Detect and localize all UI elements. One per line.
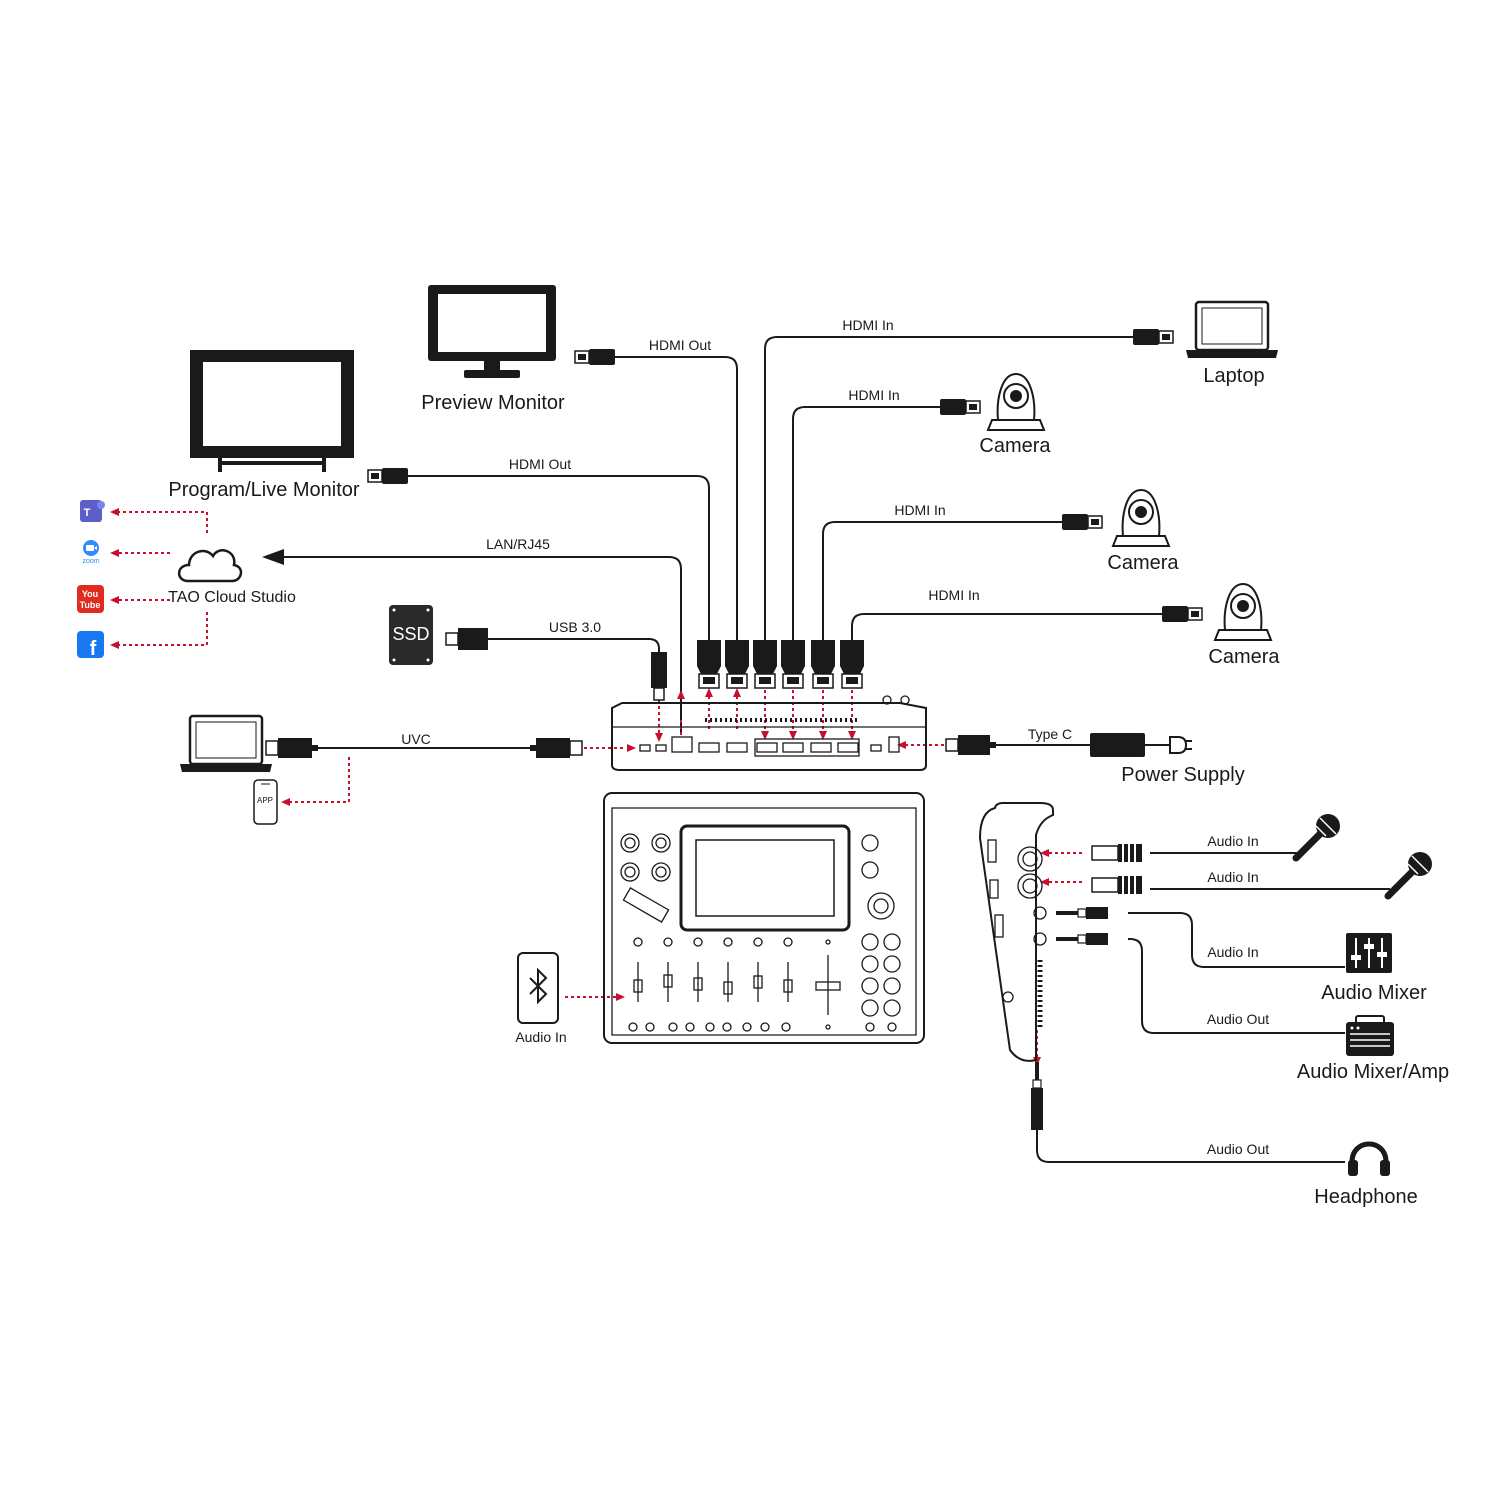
- audio-in-mic2-label: Audio In: [1207, 869, 1258, 885]
- xlr-plug-icon: [1091, 843, 1143, 863]
- audio-out-amp-label: Audio Out: [1207, 1011, 1269, 1027]
- hdmi-plug-icon: [574, 348, 616, 366]
- audio-mixer-label: Audio Mixer: [1321, 982, 1427, 1004]
- lan-cable: [280, 556, 682, 735]
- hdmi-plug-icon: [810, 639, 836, 689]
- program-hdmi-cable: [408, 475, 710, 650]
- hdmi-in-cam1-label: HDMI In: [848, 387, 899, 403]
- hdmi-in-cam2-label: HDMI In: [894, 502, 945, 518]
- audio-in-mic1-label: Audio In: [1207, 833, 1258, 849]
- bluetooth-audio-in-label: Audio In: [515, 1029, 566, 1045]
- hdmi-plug-icon: [1132, 328, 1174, 346]
- hdmi-out-program-label: HDMI Out: [509, 456, 571, 472]
- lan-arrowhead: [262, 549, 284, 565]
- headphone-label: Headphone: [1314, 1186, 1417, 1208]
- camera-icon: [1112, 489, 1170, 547]
- preview-monitor-icon: [428, 285, 556, 378]
- hdmi-plug-icon: [839, 639, 865, 689]
- phone-app-icon: [253, 779, 278, 825]
- zoom-glyph: zoom: [82, 558, 99, 565]
- hdmi-plug-icon: [367, 467, 409, 485]
- facebook-glyph: f: [90, 638, 97, 660]
- laptop-label: Laptop: [1203, 365, 1264, 387]
- switcher-top-panel: [603, 792, 925, 1044]
- youtube-glyph-top: You: [82, 589, 98, 599]
- ssd-label: SSD: [392, 624, 429, 644]
- amplifier-icon: [1346, 1015, 1394, 1056]
- camera-icon: [1214, 583, 1272, 641]
- zoom-icon: [83, 540, 99, 556]
- uvc-label: UVC: [401, 731, 431, 747]
- camera1-hdmi-cable: [792, 406, 940, 650]
- audio-mixer-amp-label: Audio Mixer/Amp: [1297, 1061, 1449, 1083]
- mixer-cable: [1128, 912, 1345, 968]
- camera-1-label: Camera: [979, 435, 1051, 457]
- power-adapter-icon: [1090, 733, 1145, 757]
- camera-icon: [987, 373, 1045, 431]
- hdmi-plug-icon: [939, 398, 981, 416]
- headphone-jack-plug-icon: [1031, 1062, 1043, 1130]
- camera2-hdmi-cable: [822, 521, 1062, 650]
- microphone-icon: [1296, 814, 1340, 858]
- preview-hdmi-cable: [615, 356, 738, 650]
- lan-label: LAN/RJ45: [486, 536, 550, 552]
- youtube-glyph-bottom: Tube: [80, 600, 101, 610]
- headphone-icon: [1348, 1141, 1390, 1176]
- stream-signal-lines: [110, 508, 208, 649]
- hdmi-in-cam3-label: HDMI In: [928, 587, 979, 603]
- camera3-hdmi-cable: [851, 613, 1162, 650]
- camera-3-label: Camera: [1208, 646, 1280, 668]
- typec-plug-icon: [945, 735, 996, 755]
- uvc-plugs-icon: [265, 738, 583, 758]
- switcher-rear-panel: [611, 695, 927, 771]
- laptop-hdmi-cable: [764, 336, 1133, 650]
- usb-plug-icon: [445, 627, 489, 651]
- usb-label: USB 3.0: [549, 619, 601, 635]
- audio-in-mixer-label: Audio In: [1207, 944, 1258, 960]
- usbc-plug-icon: [651, 652, 667, 701]
- headphone-cable: [1036, 1130, 1345, 1163]
- audio-out-headphone-label: Audio Out: [1207, 1141, 1269, 1157]
- switcher-side-panel: [978, 802, 1054, 1062]
- amp-cable: [1128, 938, 1345, 1034]
- hdmi-plug-icon: [752, 639, 778, 689]
- audio-mixer-icon: [1346, 933, 1392, 973]
- typec-label: Type C: [1028, 726, 1072, 742]
- teams-icon: [80, 500, 105, 522]
- youtube-icon: [77, 585, 104, 613]
- xlr-plug-icon: [1091, 875, 1143, 895]
- facebook-icon: [77, 631, 104, 658]
- hdmi-plug-icon: [1061, 513, 1103, 531]
- ssd-icon: [389, 605, 433, 665]
- hdmi-plug-icon: [1161, 605, 1203, 623]
- power-supply-label: Power Supply: [1121, 764, 1244, 786]
- usb-cable: [488, 638, 660, 655]
- preview-monitor-label: Preview Monitor: [421, 392, 565, 414]
- laptop-icon: [1184, 300, 1280, 360]
- hdmi-plug-icon: [696, 639, 722, 689]
- program-monitor-icon: [190, 350, 354, 472]
- jack-plug-icon: [1055, 906, 1109, 920]
- hdmi-plug-icon: [780, 639, 806, 689]
- camera-2-label: Camera: [1107, 552, 1179, 574]
- teams-glyph: T: [84, 507, 91, 519]
- program-monitor-label: Program/Live Monitor: [168, 479, 360, 501]
- hdmi-in-laptop-label: HDMI In: [842, 317, 893, 333]
- laptop-icon: [178, 714, 274, 774]
- jack-plug-icon: [1055, 932, 1109, 946]
- power-plug-icon: [1169, 736, 1192, 754]
- hdmi-plug-icon: [724, 639, 750, 689]
- microphone-icon: [1388, 852, 1432, 896]
- app-badge-label: APP: [257, 796, 273, 805]
- cloud-studio-label: TAO Cloud Studio: [168, 589, 296, 606]
- bluetooth-phone-icon: [517, 952, 559, 1024]
- cloud-icon: [177, 549, 243, 583]
- hdmi-out-preview-label: HDMI Out: [649, 337, 711, 353]
